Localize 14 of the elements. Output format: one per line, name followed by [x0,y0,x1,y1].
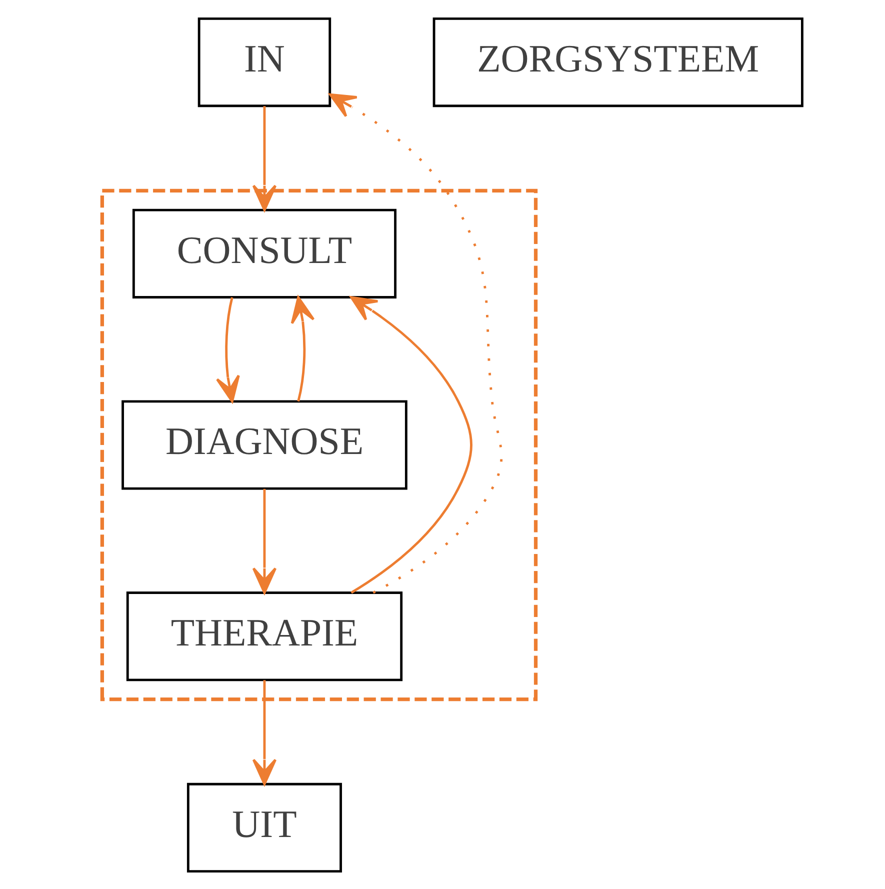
node-box: CONSULT [132,208,396,298]
node-box: DIAGNOSE [122,400,408,490]
arrow [252,106,277,211]
node-box: THERAPIE [126,591,403,681]
arrow [329,92,503,594]
node-box: IN [198,16,332,107]
arrow [290,296,315,402]
arrow [252,488,277,594]
arrow [252,680,277,785]
cluster [100,188,538,701]
arrow [350,296,472,594]
node-box: UIT [186,782,342,872]
node-box: ZORGSYSTEEM [432,16,804,107]
arrow [216,296,240,402]
